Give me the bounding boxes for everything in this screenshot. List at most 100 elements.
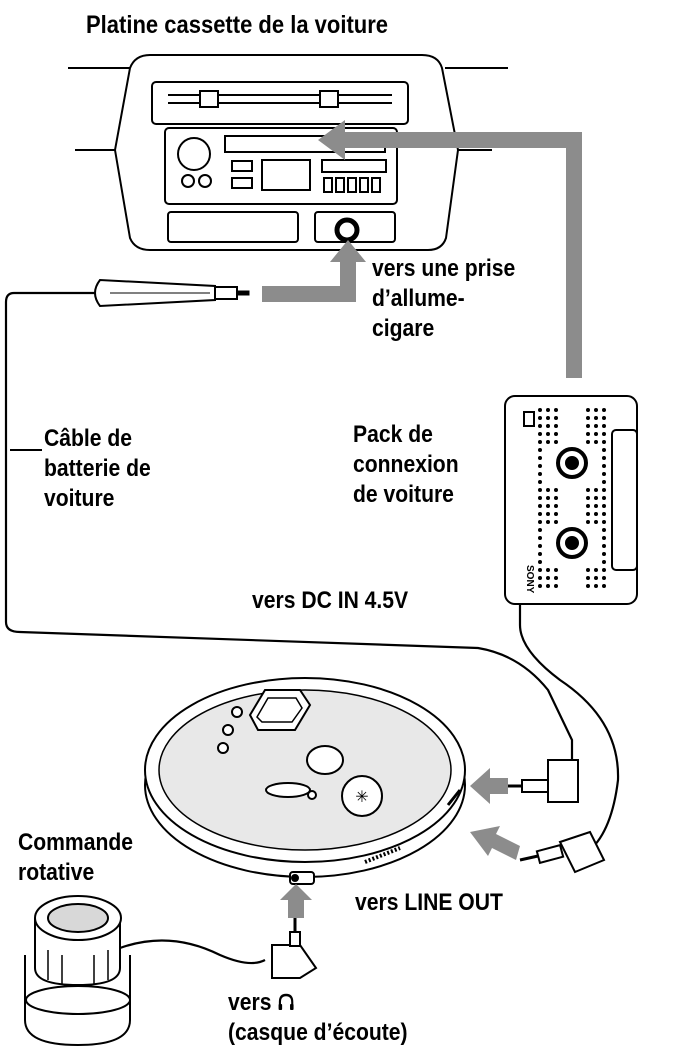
grille-dot [602,568,606,572]
grille-dot [554,416,558,420]
cigarette-lighter-label: vers une prise d’allume- cigare [372,254,515,344]
grille-dot [538,576,542,580]
grille-dot [554,512,558,516]
label-line: de voiture [353,481,454,508]
grille-dot [554,584,558,588]
grille-dot [586,440,590,444]
headphones-icon [278,993,294,1010]
grille-dot [538,448,542,452]
grille-dot [538,512,542,516]
grille-dot [602,504,606,508]
grille-dot [602,440,606,444]
grille-dot [602,416,606,420]
dc-in-label: vers DC IN 4.5V [252,587,409,614]
grille-dot [538,456,542,460]
grille-dot [554,520,558,524]
grille-dot [594,432,598,436]
grille-dot [586,584,590,588]
headphones-label: vers (casque d’écoute) [228,988,408,1048]
label-line: rotative [18,859,95,886]
grille-dot [602,488,606,492]
rotary-commander [24,895,318,1047]
grille-dot [602,560,606,564]
grille-dot [586,520,590,524]
diagram-title: Platine cassette de la voiture [86,11,389,39]
grille-dot [554,568,558,572]
grille-dot [602,552,606,556]
grille-dot [594,576,598,580]
grille-dot [546,520,550,524]
grille-dot [538,560,542,564]
grille-dot [546,432,550,436]
connection-arrows [262,120,582,918]
label-line: d’allume- [372,285,465,312]
grille-dot [546,584,550,588]
car-battery-cable [4,278,579,803]
speaker-grille-dots [538,408,606,588]
label-line: Commande [18,829,134,856]
label-text: vers [228,989,272,1016]
arrow-to-headphone-jack [280,884,312,918]
grille-dot [594,416,598,420]
grille-dot [602,480,606,484]
grille-dot [586,576,590,580]
car-connecting-pack: SONY [504,395,638,874]
grille-dot [538,440,542,444]
label-line: voiture [44,485,115,512]
grille-dot [554,576,558,580]
grille-dot [538,408,542,412]
grille-dot [594,424,598,428]
grille-dot [602,520,606,524]
grille-dot [538,584,542,588]
grille-dot [554,408,558,412]
grille-dot [538,536,542,540]
grille-dot [538,416,542,420]
label-line: (casque d’écoute) [228,1019,408,1046]
label-line: vers [228,988,408,1018]
grille-dot [586,432,590,436]
grille-dot [586,408,590,412]
arrow-to-line-out [470,826,520,860]
grille-dot [538,432,542,436]
grille-dot [594,440,598,444]
grille-dot [538,480,542,484]
label-line: cigare [372,315,435,342]
label-line: Câble de [44,425,133,452]
grille-dot [546,512,550,516]
arrow-to-cigarette-socket [262,240,366,302]
grille-dot [602,512,606,516]
grille-dot [538,504,542,508]
grille-dot [594,504,598,508]
car-stereo-dashboard [68,54,508,251]
grille-dot [546,488,550,492]
grille-dot [538,424,542,428]
grille-dot [546,440,550,444]
grille-dot [554,432,558,436]
grille-dot [554,504,558,508]
arrow-to-dc-in [470,768,508,804]
grille-dot [586,416,590,420]
grille-dot [546,496,550,500]
grille-dot [538,568,542,572]
grille-dot [594,496,598,500]
grille-dot [538,544,542,548]
grille-dot [546,576,550,580]
grille-dot [594,488,598,492]
grille-dot [586,496,590,500]
grille-dot [538,520,542,524]
grille-dot [538,496,542,500]
grille-dot [594,520,598,524]
cd-player: ✳ [144,677,466,885]
grille-dot [594,584,598,588]
grille-dot [602,496,606,500]
grille-dot [602,536,606,540]
grille-dot [594,512,598,516]
grille-dot [602,432,606,436]
grille-dot [554,496,558,500]
grille-dot [602,576,606,580]
grille-dot [586,568,590,572]
grille-dot [546,504,550,508]
grille-dot [586,512,590,516]
battery-cable-label: Câble de batterie de voiture [44,424,151,514]
rotary-commander-label: Commande rotative [18,828,133,888]
